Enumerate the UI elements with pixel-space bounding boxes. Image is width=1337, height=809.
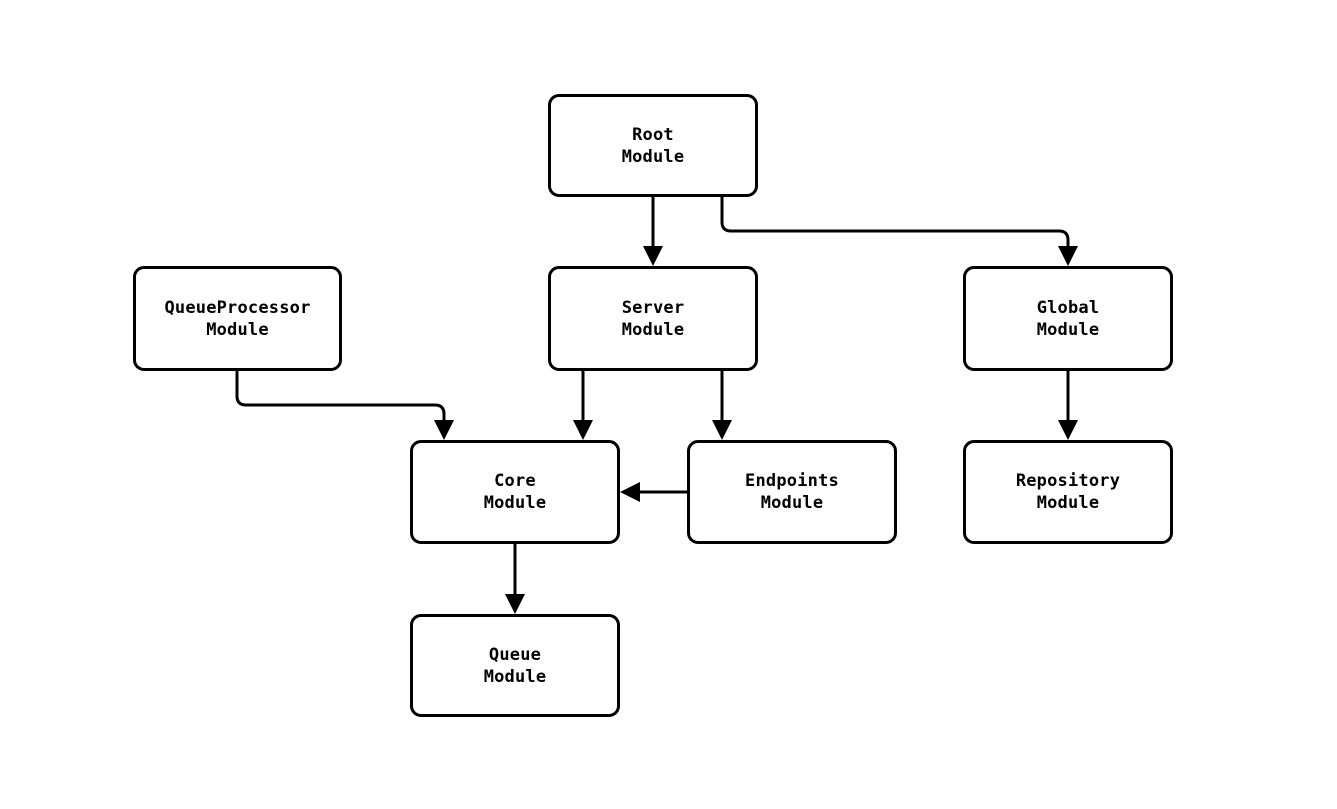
node-queue-module-label: Queue Module: [483, 644, 547, 687]
node-repository-module-label: Repository Module: [1015, 471, 1121, 513]
node-repository-module[interactable]: Repository Module: [963, 440, 1173, 544]
node-server-module-label: Server Module: [621, 297, 685, 340]
edge-global-to-repository: [1058, 371, 1078, 440]
node-root-module-label: Root Module: [621, 124, 685, 167]
node-global-module-label: Global Module: [1036, 297, 1100, 340]
edge-core-to-queue: [505, 544, 525, 614]
node-queue-module[interactable]: Queue Module: [410, 614, 620, 717]
node-queueprocessor-module-label: QueueProcessor Module: [164, 297, 311, 340]
edge-server-to-core: [573, 371, 593, 440]
edge-endpoints-to-core: [620, 482, 687, 502]
edge-root-to-global: [720, 197, 1078, 266]
node-endpoints-module-label: Endpoints Module: [745, 471, 839, 513]
edge-server-to-endpoints: [712, 371, 732, 440]
node-endpoints-module[interactable]: Endpoints Module: [687, 440, 897, 544]
node-core-module-label: Core Module: [483, 471, 547, 513]
node-queueprocessor-module[interactable]: QueueProcessor Module: [133, 266, 342, 371]
node-server-module[interactable]: Server Module: [548, 266, 758, 371]
node-core-module[interactable]: Core Module: [410, 440, 620, 544]
node-global-module[interactable]: Global Module: [963, 266, 1173, 371]
edge-root-to-server: [643, 197, 663, 266]
edge-queueprocessor-to-core: [235, 371, 454, 440]
node-root-module[interactable]: Root Module: [548, 94, 758, 197]
